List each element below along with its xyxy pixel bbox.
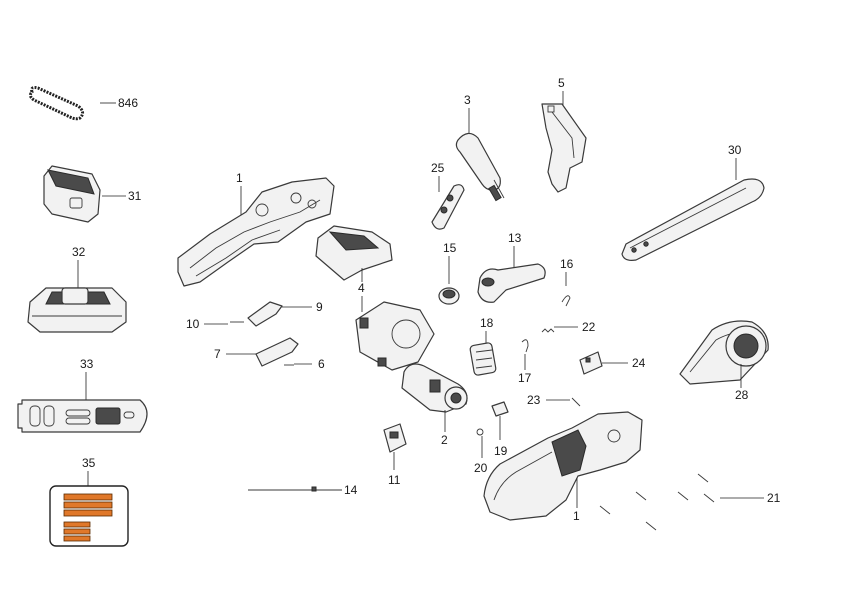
- label-16: 16: [560, 257, 574, 271]
- label-30: 30: [728, 143, 742, 157]
- label-9: 9: [316, 300, 323, 314]
- part-housing-left: 1: [177, 171, 335, 287]
- part-housing-right: 1: [483, 411, 643, 523]
- part-hand-guard: 5: [541, 76, 587, 193]
- part-trigger: 7 6: [214, 337, 325, 371]
- label-35: 35: [82, 456, 96, 470]
- label-5: 5: [558, 76, 565, 90]
- label-1-lower: 1: [573, 509, 580, 523]
- part-clip-19: 19: [491, 401, 509, 458]
- part-switch-plate: 24: [579, 351, 646, 375]
- label-18: 18: [480, 316, 494, 330]
- part-brush-holder: 18: [469, 316, 497, 376]
- part-battery: 31: [43, 165, 142, 223]
- label-25: 25: [431, 161, 445, 175]
- part-screws-21: 21: [599, 473, 781, 531]
- label-7: 7: [214, 347, 221, 361]
- part-spring-clip: 16: [560, 257, 574, 307]
- part-charger: 32: [27, 245, 127, 333]
- part-pin-17: 17: [518, 339, 532, 385]
- part-washer-20: 20: [474, 428, 488, 475]
- label-20: 20: [474, 461, 488, 475]
- part-terminal-block: 11: [383, 423, 407, 487]
- label-33: 33: [80, 357, 94, 371]
- label-23: 23: [527, 393, 541, 407]
- label-15: 15: [443, 241, 457, 255]
- part-label-sheet: 35: [49, 456, 129, 547]
- part-spring: 22: [541, 320, 596, 334]
- part-bar-cover: 33: [17, 357, 148, 433]
- label-10: 10: [186, 317, 200, 331]
- label-31: 31: [128, 189, 142, 203]
- part-wire-13: 14: [248, 483, 358, 497]
- label-2: 2: [441, 433, 448, 447]
- label-32: 32: [72, 245, 86, 259]
- label-6: 6: [318, 357, 325, 371]
- label-24: 24: [632, 356, 646, 370]
- part-tensioner-lever: 13: [477, 231, 546, 303]
- label-3: 3: [464, 93, 471, 107]
- part-gearbox-cover: 4: [315, 225, 435, 371]
- label-14: 13: [508, 231, 522, 245]
- label-17: 17: [518, 371, 532, 385]
- label-13: 14: [344, 483, 358, 497]
- label-846: 846: [118, 96, 138, 110]
- label-22: 22: [582, 320, 596, 334]
- label-28: 28: [735, 388, 749, 402]
- part-chain-cover: 28: [679, 320, 769, 402]
- part-switch-lever: 9 10: [186, 300, 323, 331]
- label-1-upper: 1: [236, 171, 243, 185]
- part-sprocket-nut: 15: [438, 241, 460, 305]
- part-handle-grip: 3: [455, 93, 505, 202]
- label-11: 11: [388, 473, 401, 487]
- part-saw-chain: 846: [28, 86, 138, 121]
- part-lockout-switch: 25: [431, 161, 465, 230]
- part-guide-bar: 30: [621, 143, 765, 261]
- part-screw-23: 23: [527, 393, 581, 407]
- label-19: 19: [494, 444, 508, 458]
- label-4: 4: [358, 281, 365, 295]
- part-motor: 2: [401, 363, 468, 447]
- label-21: 21: [767, 491, 781, 505]
